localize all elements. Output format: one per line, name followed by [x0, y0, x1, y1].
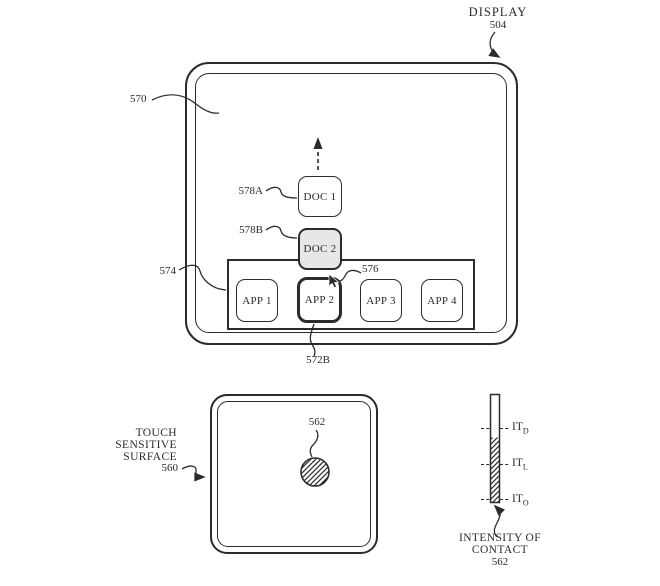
app1-icon: APP 1	[236, 279, 278, 322]
threshold-deep-label: ITD	[512, 421, 529, 436]
contact-ref: 562	[308, 416, 326, 428]
intensity-bar	[481, 393, 509, 504]
cursor-ref: 576	[362, 263, 379, 275]
app3-label: APP 3	[366, 294, 396, 307]
dock-ref: 574	[159, 265, 177, 277]
touch-surface-ref: 560	[161, 462, 179, 474]
touch-surface-label-line3: SURFACE	[123, 451, 177, 463]
touch-surface-leader-arrow	[181, 465, 206, 482]
doc2-icon: DOC 2	[298, 228, 342, 270]
intensity-ref: 562	[491, 556, 509, 568]
intensity-caption-line2: CONTACT	[471, 544, 529, 556]
display-outer-frame	[185, 62, 518, 345]
touch-surface-outer	[210, 394, 378, 554]
app3-icon: APP 3	[360, 279, 402, 322]
display-ref: 504	[489, 19, 507, 31]
intensity-caption-line1: INTENSITY OF	[459, 532, 541, 544]
screen-ref: 570	[130, 93, 147, 105]
threshold-light-label: ITL	[512, 457, 528, 472]
app1-label: APP 1	[242, 294, 272, 307]
app2-icon: APP 2	[297, 277, 342, 323]
touch-surface-inner	[217, 401, 371, 547]
display-screen	[195, 73, 507, 333]
display-leader-arrow	[488, 31, 501, 58]
app4-icon: APP 4	[421, 279, 463, 322]
dock-region	[227, 259, 475, 330]
touch-surface-label-line2: SENSITIVE	[115, 439, 177, 451]
app4-label: APP 4	[427, 294, 457, 307]
app2-contact-ref: 572B	[306, 354, 330, 366]
app2-label: APP 2	[304, 294, 335, 306]
doc1-ref: 578A	[238, 185, 263, 197]
doc1-icon: DOC 1	[298, 176, 342, 217]
threshold-zero-label: ITO	[512, 493, 529, 508]
doc2-label: DOC 2	[303, 243, 337, 255]
doc2-ref: 578B	[239, 224, 263, 236]
touch-surface-label-line1: TOUCH	[135, 427, 177, 439]
doc1-label: DOC 1	[303, 190, 337, 203]
display-title: DISPLAY	[468, 5, 528, 19]
